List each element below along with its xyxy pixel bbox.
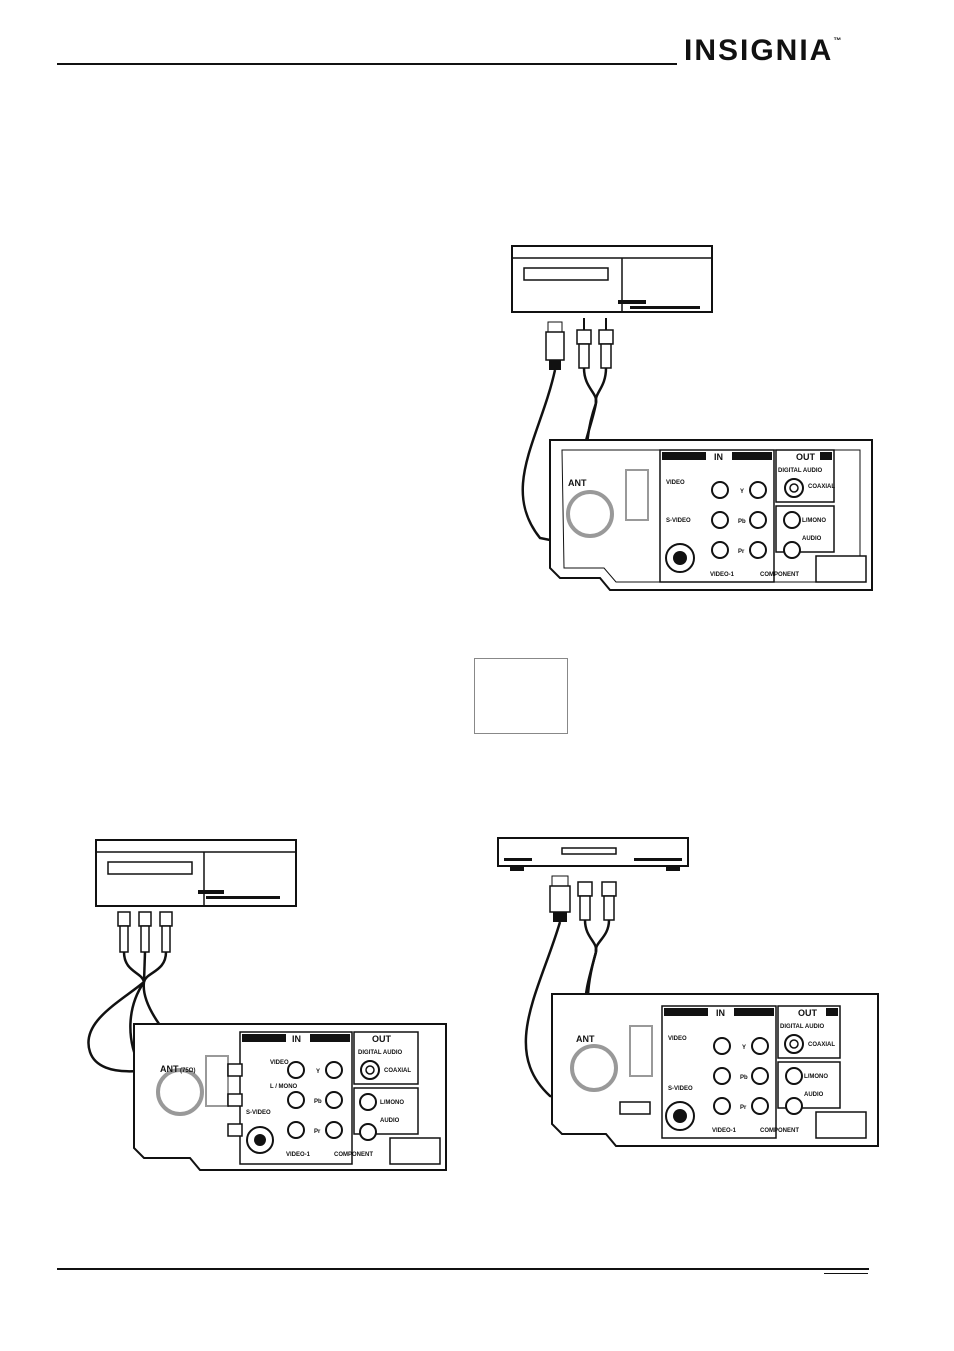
dvd-device (497, 837, 689, 871)
audio-plugs (577, 881, 617, 921)
rca-plugs (117, 911, 173, 953)
svg-text:Pb: Pb (314, 1099, 322, 1105)
tv-back-panel: ANT IN OUT DIGITAL AUDIO COAXIAL L/MONO … (549, 439, 873, 591)
audio-plug-right (598, 318, 614, 369)
svg-text:Pr: Pr (738, 549, 745, 555)
svg-text:Y: Y (316, 1069, 320, 1075)
svg-text:VIDEO-1: VIDEO-1 (286, 1152, 311, 1158)
diagram-dvd-svideo: ANT IN OUT DIGITAL AUDIO COAXIAL L/MONO … (497, 837, 879, 1147)
svg-text:COMPONENT: COMPONENT (760, 1128, 799, 1134)
svg-text:VIDEO: VIDEO (666, 480, 685, 486)
svg-text:VIDEO: VIDEO (668, 1036, 687, 1042)
svg-text:VIDEO-1: VIDEO-1 (710, 572, 735, 578)
svg-text:Pr: Pr (314, 1129, 321, 1135)
svg-text:(75Ω): (75Ω) (180, 1068, 195, 1074)
svg-text:VIDEO-1: VIDEO-1 (712, 1128, 737, 1134)
svg-text:IN: IN (714, 452, 723, 462)
svg-text:IN: IN (716, 1008, 725, 1018)
audio-plug-left (576, 318, 592, 369)
diagram-vcr-svideo: ANT IN OUT DIGITAL AUDIO COAXIAL L/MONO … (511, 245, 873, 591)
svg-text:COAXIAL: COAXIAL (384, 1068, 411, 1074)
svg-text:L/MONO: L/MONO (380, 1100, 404, 1106)
svg-text:S-VIDEO: S-VIDEO (246, 1110, 271, 1116)
svg-text:L / MONO: L / MONO (270, 1084, 298, 1090)
svg-text:DIGITAL AUDIO: DIGITAL AUDIO (778, 468, 823, 474)
blank-image-placeholder (474, 658, 568, 734)
svg-text:COAXIAL: COAXIAL (808, 1042, 835, 1048)
svg-text:AUDIO: AUDIO (804, 1092, 824, 1098)
svideo-plug (549, 875, 571, 922)
svg-text:ANT: ANT (568, 478, 587, 488)
vcr-device (511, 245, 713, 313)
tv-back-panel: ANT (75Ω) IN OUT DIGITAL AUDIO COAXIAL L… (133, 1023, 447, 1171)
svideo-plug (545, 321, 565, 370)
diagram-vcr-composite: ANT (75Ω) IN OUT DIGITAL AUDIO COAXIAL L… (87, 839, 447, 1171)
svg-text:COMPONENT: COMPONENT (334, 1152, 373, 1158)
svg-text:L/MONO: L/MONO (802, 518, 826, 524)
svg-text:OUT: OUT (796, 452, 816, 462)
header-rule (57, 63, 677, 65)
svg-text:ANT: ANT (160, 1064, 179, 1074)
svg-text:OUT: OUT (372, 1034, 392, 1044)
svg-text:Pb: Pb (738, 519, 746, 525)
svg-text:Pb: Pb (740, 1075, 748, 1081)
svg-text:L/MONO: L/MONO (804, 1074, 828, 1080)
svg-text:Y: Y (740, 489, 744, 495)
insignia-logo: INSIGNIA™ (684, 34, 842, 67)
svg-text:ANT: ANT (576, 1034, 595, 1044)
svg-text:OUT: OUT (798, 1008, 818, 1018)
footer-rule (57, 1268, 869, 1270)
svg-text:IN: IN (292, 1034, 301, 1044)
svg-text:DIGITAL AUDIO: DIGITAL AUDIO (358, 1050, 403, 1056)
tv-back-panel: ANT IN OUT DIGITAL AUDIO COAXIAL L/MONO … (551, 993, 879, 1147)
svg-text:AUDIO: AUDIO (802, 536, 822, 542)
svg-text:S-VIDEO: S-VIDEO (668, 1086, 693, 1092)
svg-text:COMPONENT: COMPONENT (760, 572, 799, 578)
svg-text:S-VIDEO: S-VIDEO (666, 518, 691, 524)
svg-text:Y: Y (742, 1045, 746, 1051)
svg-text:AUDIO: AUDIO (380, 1118, 400, 1124)
vcr-device (95, 839, 297, 907)
svg-text:Pr: Pr (740, 1105, 747, 1111)
svg-text:VIDEO: VIDEO (270, 1060, 289, 1066)
svg-text:DIGITAL AUDIO: DIGITAL AUDIO (780, 1024, 825, 1030)
svg-text:COAXIAL: COAXIAL (808, 484, 835, 490)
footer-mark (824, 1273, 868, 1274)
